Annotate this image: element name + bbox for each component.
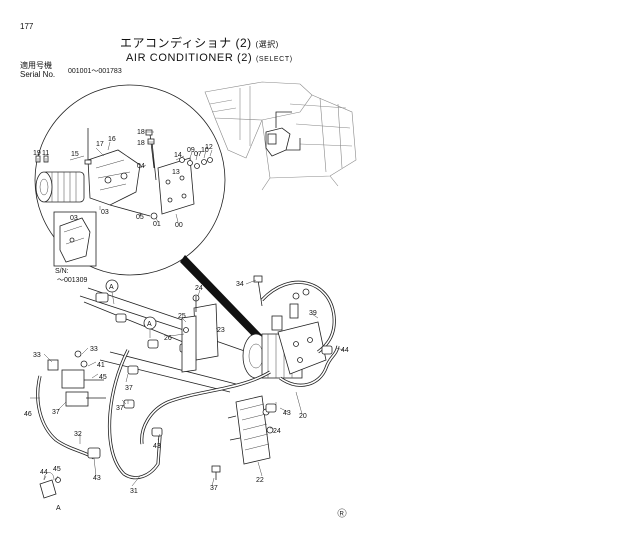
callout-label: 17 [96, 141, 104, 148]
callout-label: 43 [283, 410, 291, 417]
callout-label: 44 [341, 347, 349, 354]
main-callout-labels: 34 39 44 24 23 25 26 33 33 41 45 46 37 3… [24, 281, 349, 495]
callout-label: 18 [137, 129, 145, 136]
callout-label: 26 [164, 335, 172, 342]
callout-label: 11 [42, 150, 49, 157]
callout-label: 18 [137, 140, 145, 147]
callout-label: 37 [125, 385, 133, 392]
callout-label: 16 [108, 136, 116, 143]
inset-compressor [35, 171, 85, 203]
serial-label-english: Serial No. [20, 70, 56, 79]
callout-label: 41 [97, 362, 105, 369]
serial-range: 001001～001783 [68, 68, 122, 75]
clip-detail-a [39, 472, 61, 499]
callout-label: 34 [236, 281, 244, 288]
callout-label: 33 [90, 346, 98, 353]
registered-mark-letter: R [340, 512, 345, 518]
inset-callout-labels: 18 18 19 11 15 17 16 14 09 07 10 12 04 1… [33, 129, 213, 284]
excavator-locator-sketch [204, 81, 357, 191]
callout-label: 10 [201, 147, 209, 154]
clip-view-label: A [56, 505, 61, 512]
detail-inset [34, 84, 262, 342]
sub-box-sn-label: S/N: [55, 268, 69, 275]
callout-label: 45 [53, 466, 61, 473]
callout-label: 25 [178, 313, 186, 320]
title-english-sub: (SELECT) [255, 56, 293, 63]
callout-label: 37 [116, 405, 124, 412]
page-number: 177 [20, 22, 34, 31]
title-english: AIR CONDITIONER (2) (SELECT) [126, 53, 293, 64]
callout-label: 46 [24, 411, 32, 418]
callout-label: 03 [101, 209, 109, 216]
sub-box-sn-value: ～001309 [57, 277, 87, 284]
callout-label: 39 [309, 310, 317, 317]
title-japanese-sub: (選択) [255, 40, 279, 49]
view-marker-label: A [109, 284, 114, 291]
callout-label: 24 [195, 285, 203, 292]
callout-label: 09 [187, 147, 195, 154]
callout-label: 37 [210, 485, 218, 492]
callout-label: 15 [71, 151, 79, 158]
title-japanese: エアコンディショナ (2) (選択) [120, 37, 279, 49]
callout-label: 00 [175, 222, 183, 229]
clip-detail-labels: 44 45 A [40, 466, 61, 512]
callout-label: 32 [74, 431, 82, 438]
callout-label: 13 [172, 169, 180, 176]
main-compressor [242, 303, 327, 379]
callout-label: 07 [194, 151, 202, 158]
callout-label: 45 [99, 374, 107, 381]
serial-label-japanese: 適用号機 [20, 61, 52, 70]
callout-label: 44 [40, 469, 48, 476]
main-assembly [30, 275, 345, 487]
callout-label: 01 [153, 221, 161, 228]
view-marker-label: A [147, 321, 152, 328]
callout-label: 24 [273, 428, 281, 435]
callout-label: 20 [299, 413, 307, 420]
callout-label: 19 [33, 150, 41, 157]
callout-label: 31 [130, 488, 138, 495]
callout-label: 14 [174, 152, 182, 159]
sub-box-callout: 03 [70, 215, 78, 222]
title-japanese-main: エアコンディショナ (2) [120, 36, 252, 50]
callout-label: 05 [136, 214, 144, 221]
callout-label: 43 [153, 443, 161, 450]
callout-label: 04 [137, 163, 145, 170]
callout-label: 12 [205, 144, 213, 151]
registered-mark: R [337, 508, 347, 518]
title-english-main: AIR CONDITIONER (2) [126, 52, 253, 64]
callout-label: 43 [93, 475, 101, 482]
callout-label: 23 [217, 327, 225, 334]
callout-label: 37 [52, 409, 60, 416]
callout-label: 22 [256, 477, 264, 484]
callout-label: 33 [33, 352, 41, 359]
